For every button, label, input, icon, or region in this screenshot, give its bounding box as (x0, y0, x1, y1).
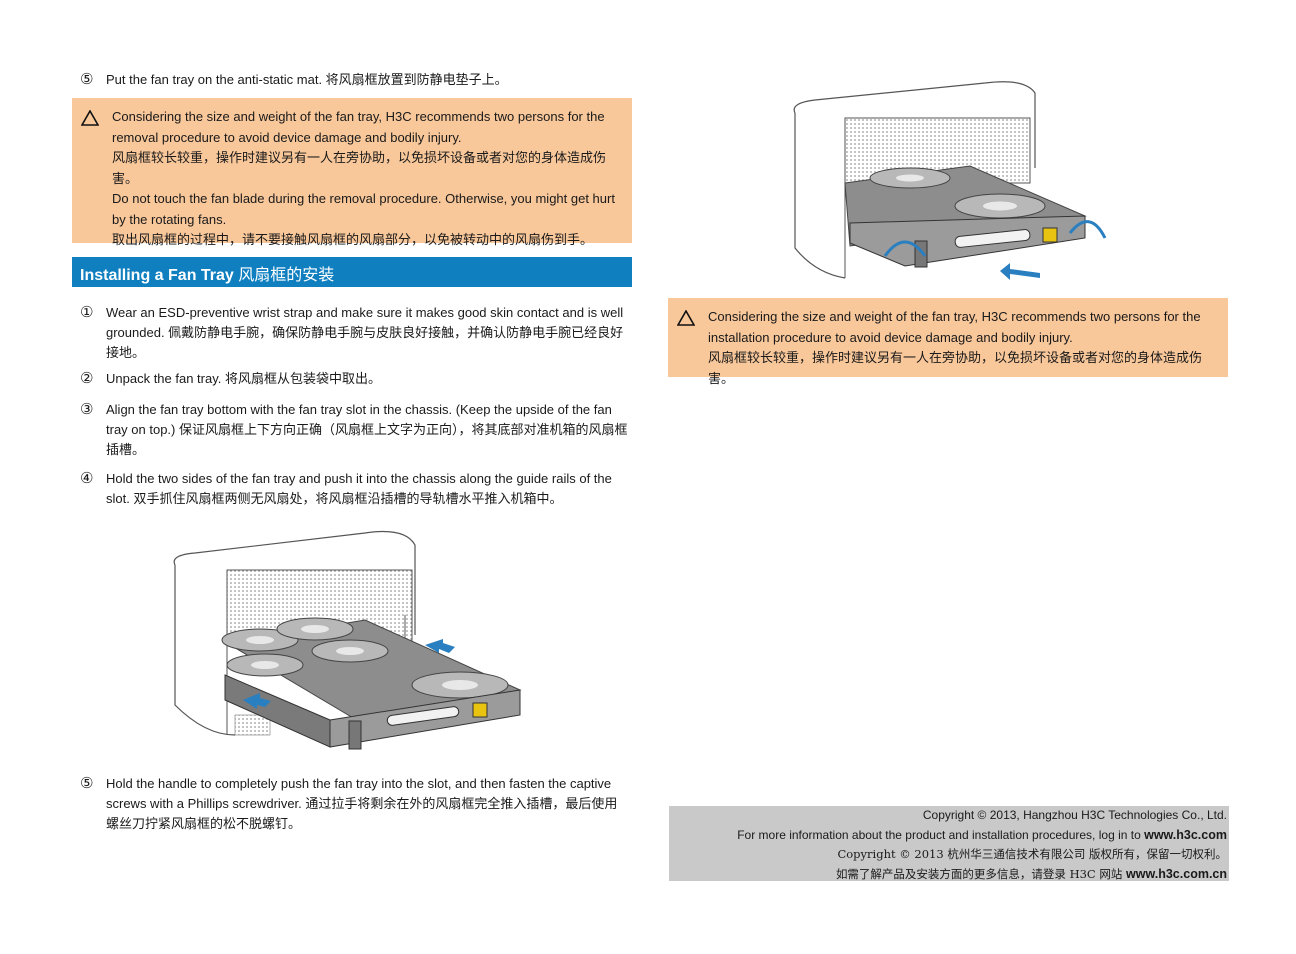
section-title-en: Installing a Fan Tray (80, 267, 234, 284)
warning-triangle-icon (677, 310, 695, 326)
step-text: Align the fan tray bottom with the fan t… (106, 402, 628, 457)
warning-triangle-icon (81, 110, 99, 126)
step-number: ① (80, 304, 94, 321)
footer-line-2: For more information about the product a… (669, 826, 1229, 846)
warning-line: Do not touch the fan blade during the re… (112, 191, 615, 227)
footer-line-1: Copyright © 2013, Hangzhou H3C Technolog… (922, 808, 1227, 822)
step-number: ③ (80, 401, 94, 418)
section-title-cn: 风扇框的安装 (238, 267, 335, 284)
fan-tray-screws-illustration (793, 81, 1107, 280)
copyright-footer: Copyright © 2013, Hangzhou H3C Technolog… (669, 806, 1229, 881)
footer-url-en[interactable]: www.h3c.com (1144, 827, 1227, 842)
section-header: Installing a Fan Tray 风扇框的安装 (72, 257, 632, 287)
footer-line-3: Copyright © 2013 杭州华三通信技术有限公司 版权所有，保留一切权… (837, 847, 1227, 861)
step-number: ② (80, 370, 94, 387)
warning-line: 风扇框较长较重，操作时建议另有一人在旁协助，以免损坏设备或者对您的身体造成伤害。 (708, 350, 1203, 386)
footer-url-cn[interactable]: www.h3c.com.cn (1126, 866, 1227, 881)
warning-line: 风扇框较长较重，操作时建议另有一人在旁协助，以免损坏设备或者对您的身体造成伤害。 (112, 150, 607, 186)
install-warning-box: Considering the size and weight of the f… (668, 298, 1228, 386)
step-text: Wear an ESD-preventive wrist strap and m… (106, 305, 624, 360)
step-text: Hold the handle to completely push the f… (106, 776, 618, 831)
warning-line: Considering the size and weight of the f… (112, 109, 605, 145)
step-number: ⑤ (80, 71, 94, 88)
step-number: ⑤ (80, 775, 94, 792)
removal-warning-box: Considering the size and weight of the f… (72, 98, 632, 247)
step-text: Hold the two sides of the fan tray and p… (106, 471, 612, 506)
footer-line-4-text: 如需了解产品及安装方面的更多信息，请登录 H3C 网站 (835, 866, 1127, 881)
step-number: ④ (80, 470, 94, 487)
warning-line: Considering the size and weight of the f… (708, 309, 1201, 345)
footer-line-4: 如需了解产品及安装方面的更多信息，请登录 H3C 网站 www.h3c.com.… (669, 865, 1229, 885)
step-text: Unpack the fan tray. 将风扇框从包装袋中取出。 (106, 371, 381, 386)
fan-tray-insert-illustration (173, 530, 522, 750)
footer-line-2-text: For more information about the product a… (737, 827, 1145, 842)
step-text: Put the fan tray on the anti-static mat.… (106, 72, 508, 87)
warning-line: 取出风扇框的过程中，请不要接触风扇框的风扇部分，以免被转动中的风扇伤到手。 (112, 232, 594, 247)
